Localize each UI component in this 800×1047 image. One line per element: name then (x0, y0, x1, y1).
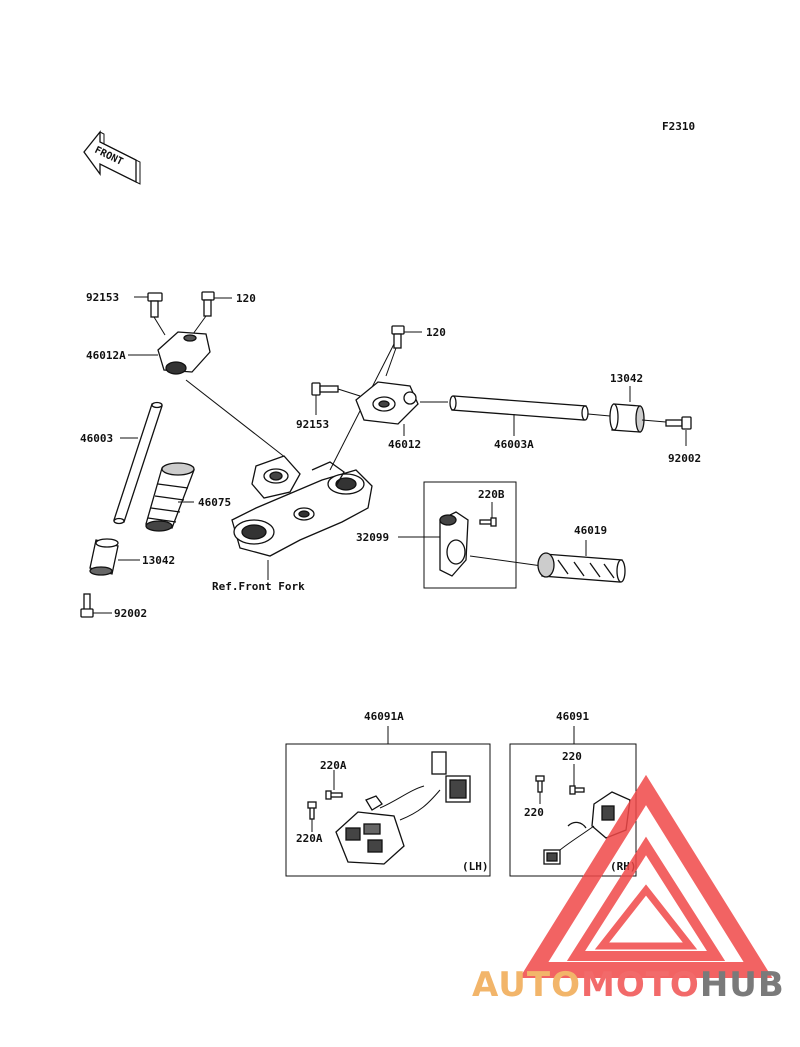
handlebar-holder-46012 (355, 381, 419, 425)
label-120-right: 120 (426, 326, 446, 339)
front-arrow-icon: FRONT (83, 130, 141, 185)
label-220A-lower: 220A (296, 832, 323, 845)
lh-switch-box (285, 743, 491, 877)
screw-220A-upper (325, 790, 343, 800)
ref-front-fork: Ref.Front Fork (212, 580, 305, 593)
screw-220B (479, 517, 497, 527)
screw-220-lower (535, 775, 545, 793)
handlebar-holder-46012A (157, 331, 211, 375)
bolt-120-left (201, 291, 215, 317)
automotohub-watermark-logo (519, 774, 773, 978)
label-46012A: 46012A (86, 349, 126, 362)
screw-220A-lower (307, 801, 317, 820)
figure-code: F2310 (662, 120, 695, 133)
label-46075: 46075 (198, 496, 231, 509)
label-13042-right: 13042 (610, 372, 643, 385)
upper-triple-clamp (231, 455, 373, 557)
bolt-92002-right (665, 416, 692, 430)
label-32099: 32099 (356, 531, 389, 544)
throttle-grip-46019 (537, 552, 626, 583)
grip-46075 (145, 462, 195, 532)
label-120-left: 120 (236, 292, 256, 305)
watermark-hub: HUB (700, 965, 785, 1005)
label-92153-left: 92153 (86, 291, 119, 304)
lh-handlebar-switch (335, 751, 471, 865)
bolt-92153-right (311, 382, 339, 396)
label-13042-left: 13042 (142, 554, 175, 567)
lh-marker: (LH) (462, 860, 489, 873)
bar-end-weight-13042-right (609, 403, 645, 433)
handlebar-pipe-46003A (449, 395, 589, 421)
label-46091A: 46091A (364, 710, 404, 723)
bar-end-weight-13042-left (89, 538, 119, 576)
screw-220-upper (569, 785, 585, 795)
label-46003: 46003 (80, 432, 113, 445)
label-46091: 46091 (556, 710, 589, 723)
label-92153-right: 92153 (296, 418, 329, 431)
watermark-moto: MOTO (581, 965, 700, 1005)
label-46003A: 46003A (494, 438, 534, 451)
handlebar-pipe-46003 (113, 401, 163, 525)
label-92002-left: 92002 (114, 607, 147, 620)
watermark-text: AUTOMOTOHUB (472, 965, 785, 1005)
throttle-assembly-box (423, 481, 517, 589)
label-220B: 220B (478, 488, 505, 501)
throttle-case-32099 (439, 511, 469, 577)
label-46012: 46012 (388, 438, 421, 451)
label-92002-right: 92002 (668, 452, 701, 465)
label-46019: 46019 (574, 524, 607, 537)
watermark-auto: AUTO (472, 965, 581, 1005)
label-220-lower: 220 (524, 806, 544, 819)
bolt-120-right (391, 325, 405, 349)
label-220-upper: 220 (562, 750, 582, 763)
bolt-92002-left (80, 593, 94, 618)
bolt-92153-left (147, 292, 163, 318)
label-220A-upper: 220A (320, 759, 347, 772)
